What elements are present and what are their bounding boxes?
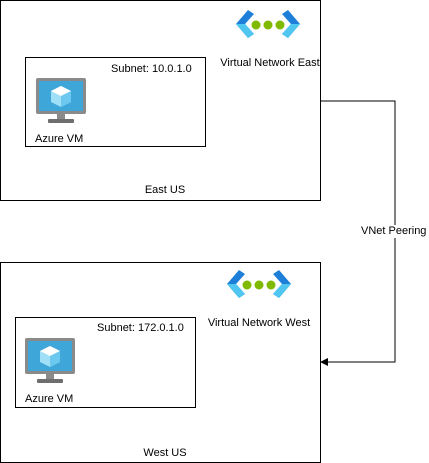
vm-west-label: Azure VM bbox=[25, 393, 74, 405]
network-west-label: Virtual Network West bbox=[207, 317, 311, 329]
azure-vm-icon bbox=[25, 338, 75, 383]
virtual-network-icon bbox=[227, 270, 291, 298]
region-east-us-label: East US bbox=[144, 184, 186, 196]
subnet-east-label: Subnet: 10.0.1.0 bbox=[111, 63, 192, 75]
network-east-label: Virtual Network East bbox=[220, 57, 320, 69]
peering-label: VNet Peering bbox=[360, 225, 428, 238]
virtual-network-icon bbox=[236, 10, 300, 38]
azure-vm-icon bbox=[36, 78, 86, 123]
subnet-west-label: Subnet: 172.0.1.0 bbox=[97, 322, 184, 334]
region-west-us-label: West US bbox=[143, 447, 187, 459]
vm-east-label: Azure VM bbox=[35, 133, 84, 145]
